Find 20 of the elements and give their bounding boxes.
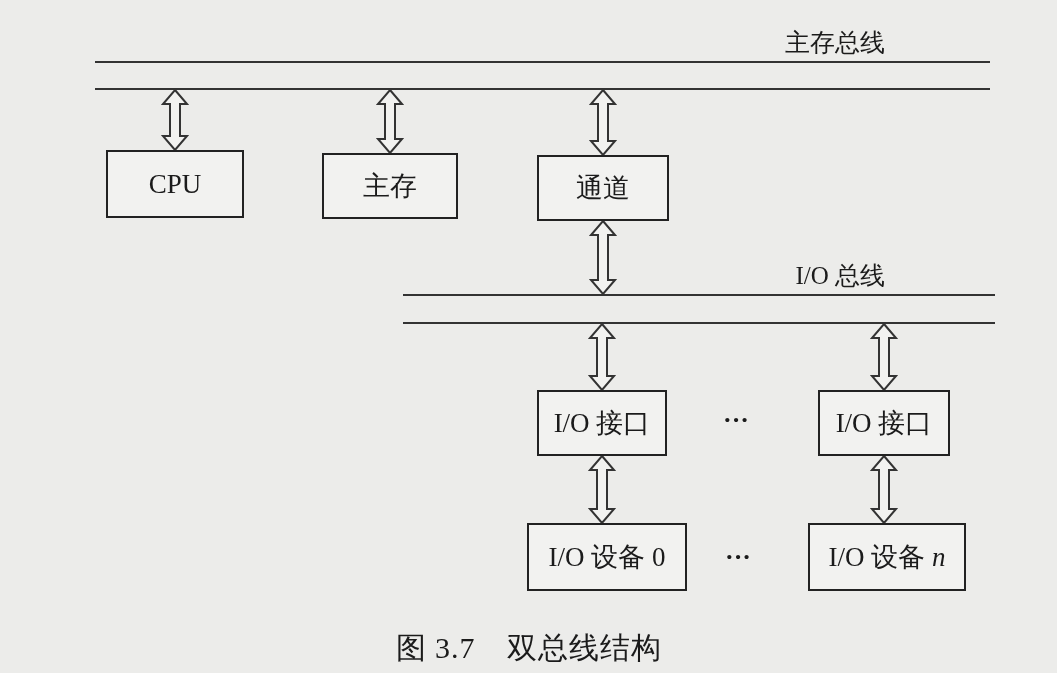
double-arrow xyxy=(869,454,899,525)
double-arrow xyxy=(588,219,618,296)
component-box: I/O 设备 n xyxy=(808,523,966,591)
ellipsis: ··· xyxy=(725,542,751,572)
bus-label: I/O 总线 xyxy=(795,261,885,291)
component-box: I/O 接口 xyxy=(537,390,667,456)
component-box: 主存 xyxy=(322,153,458,219)
double-arrow xyxy=(869,322,899,392)
component-box: I/O 接口 xyxy=(818,390,950,456)
double-arrow xyxy=(587,322,617,392)
ellipsis: ··· xyxy=(723,405,749,435)
component-box: CPU xyxy=(106,150,244,218)
double-arrow xyxy=(587,454,617,525)
component-box: I/O 设备 0 xyxy=(527,523,687,591)
component-box: 通道 xyxy=(537,155,669,221)
double-arrow xyxy=(375,88,405,155)
double-arrow xyxy=(588,88,618,157)
figure-caption: 图 3.7 双总线结构 xyxy=(395,631,662,664)
double-arrow xyxy=(160,88,190,152)
bus-label: 主存总线 xyxy=(785,28,885,58)
